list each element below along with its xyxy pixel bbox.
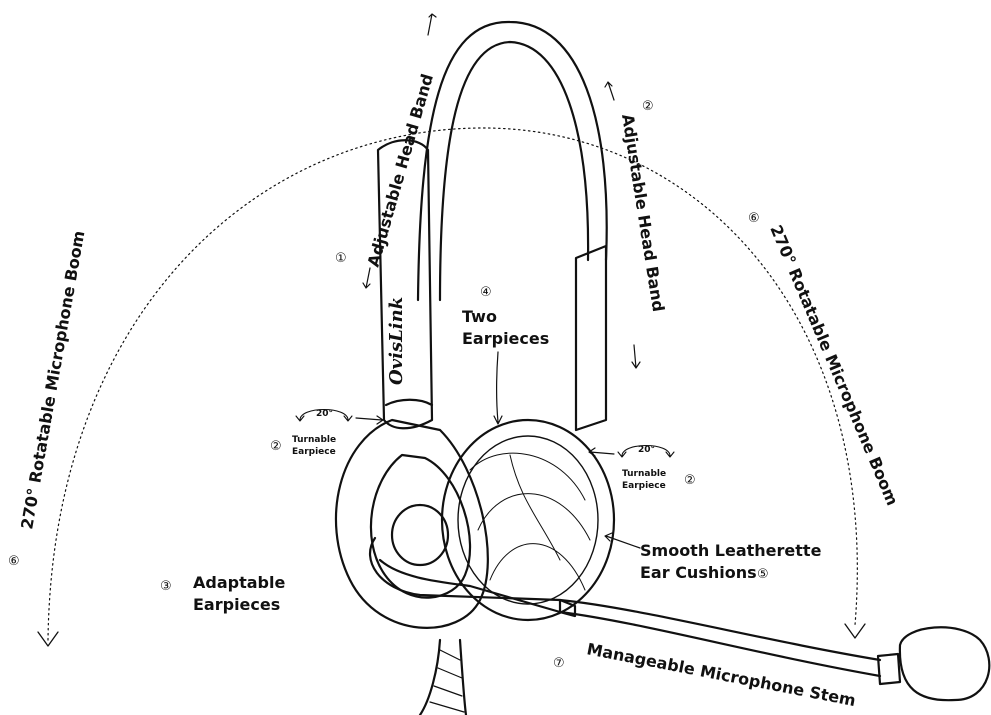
headband-right-arrow-up — [605, 82, 614, 100]
headband-right-label: Adjustable Head Band — [618, 113, 668, 313]
cushions-line2: Ear Cushions — [640, 563, 757, 582]
headband-right-number: ② — [642, 99, 654, 114]
turnable-right-number: ② — [684, 473, 696, 488]
brand-logo: OvisLink — [386, 297, 407, 385]
two-earpieces-line2: Earpieces — [462, 329, 549, 348]
boom-right-number: ⑥ — [748, 211, 760, 226]
boom-right-label: 270° Rotatable Microphone Boom — [766, 222, 902, 508]
headband-left-label: Adjustable Head Band — [364, 72, 437, 269]
adaptable-line1: Adaptable — [193, 573, 285, 592]
turnable-left-angle: 20° — [316, 409, 333, 419]
two-earpieces-number: ④ — [480, 285, 492, 300]
turnable-left-arrow — [356, 416, 383, 424]
turnable-right-line1: Turnable — [622, 469, 666, 479]
adaptable-number: ③ — [160, 579, 172, 594]
two-earpieces-line1: Two — [462, 307, 497, 326]
turnable-left-line1: Turnable — [292, 435, 336, 445]
stem-number: ⑦ — [553, 656, 565, 671]
headband-left-arrow-up — [428, 14, 436, 35]
turnable-left-number: ② — [270, 439, 282, 454]
headband-left-number: ① — [335, 251, 347, 266]
cushions-number: ⑤ — [757, 567, 769, 582]
cushions-line1: Smooth Leatherette — [640, 541, 822, 560]
turnable-right-arrow — [589, 448, 614, 456]
boom-left-label: 270° Rotatable Microphone Boom — [17, 229, 88, 531]
adaptable-line2: Earpieces — [193, 595, 280, 614]
boom-left-number: ⑥ — [8, 554, 20, 569]
turnable-right-line2: Earpiece — [622, 481, 666, 491]
two-earpieces-arrow — [494, 352, 502, 424]
headband-left-arrow-down — [363, 268, 370, 288]
turnable-right-angle: 20° — [638, 445, 655, 455]
arc-arrowhead-right — [845, 624, 865, 638]
headband-right-arrow-down — [632, 345, 640, 368]
turnable-left-line2: Earpiece — [292, 447, 336, 457]
headset-illustration — [336, 22, 989, 715]
stem-label: Manageable Microphone Stem — [585, 639, 857, 710]
